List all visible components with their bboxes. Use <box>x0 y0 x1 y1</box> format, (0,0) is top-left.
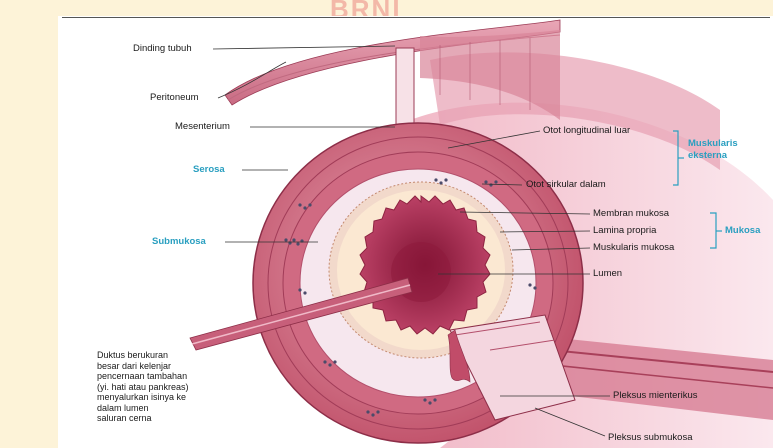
mesentery <box>396 48 414 128</box>
label-lumen: Lumen <box>593 268 622 279</box>
label-lamina-propria: Lamina propria <box>593 225 656 236</box>
label-dinding-tubuh: Dinding tubuh <box>133 43 192 54</box>
label-submukosa: Submukosa <box>152 236 206 247</box>
duct-caption-line: dalam lumen <box>97 403 247 414</box>
label-membran-mukosa: Membran mukosa <box>593 208 669 219</box>
label-pleksus-submukosa: Pleksus submukosa <box>608 432 692 443</box>
label-muskularis: Muskularis <box>688 138 738 149</box>
duct-caption-line: saluran cerna <box>97 413 247 424</box>
label-otot-longitudinal: Otot longitudinal luar <box>543 125 630 136</box>
label-eksterna: eksterna <box>688 150 727 161</box>
label-muskularis-mukosa: Muskularis mukosa <box>593 242 674 253</box>
label-mukosa: Mukosa <box>725 225 760 236</box>
duct-caption-line: besar dari kelenjar <box>97 361 247 372</box>
label-serosa: Serosa <box>193 164 225 175</box>
label-otot-sirkular: Otot sirkular dalam <box>526 179 606 190</box>
label-pleksus-mienterikus: Pleksus mienterikus <box>613 390 697 401</box>
label-peritoneum: Peritoneum <box>150 92 199 103</box>
duct-caption-line: pencernaan tambahan <box>97 371 247 382</box>
label-mesenterium: Mesenterium <box>175 121 230 132</box>
duct-caption-line: Duktus berukuran <box>97 350 247 361</box>
duct-caption-line: menyalurkan isinya ke <box>97 392 247 403</box>
duct-caption: Duktus berukuran besar dari kelenjar pen… <box>97 350 247 424</box>
duct-caption-line: (yi. hati atau pankreas) <box>97 382 247 393</box>
